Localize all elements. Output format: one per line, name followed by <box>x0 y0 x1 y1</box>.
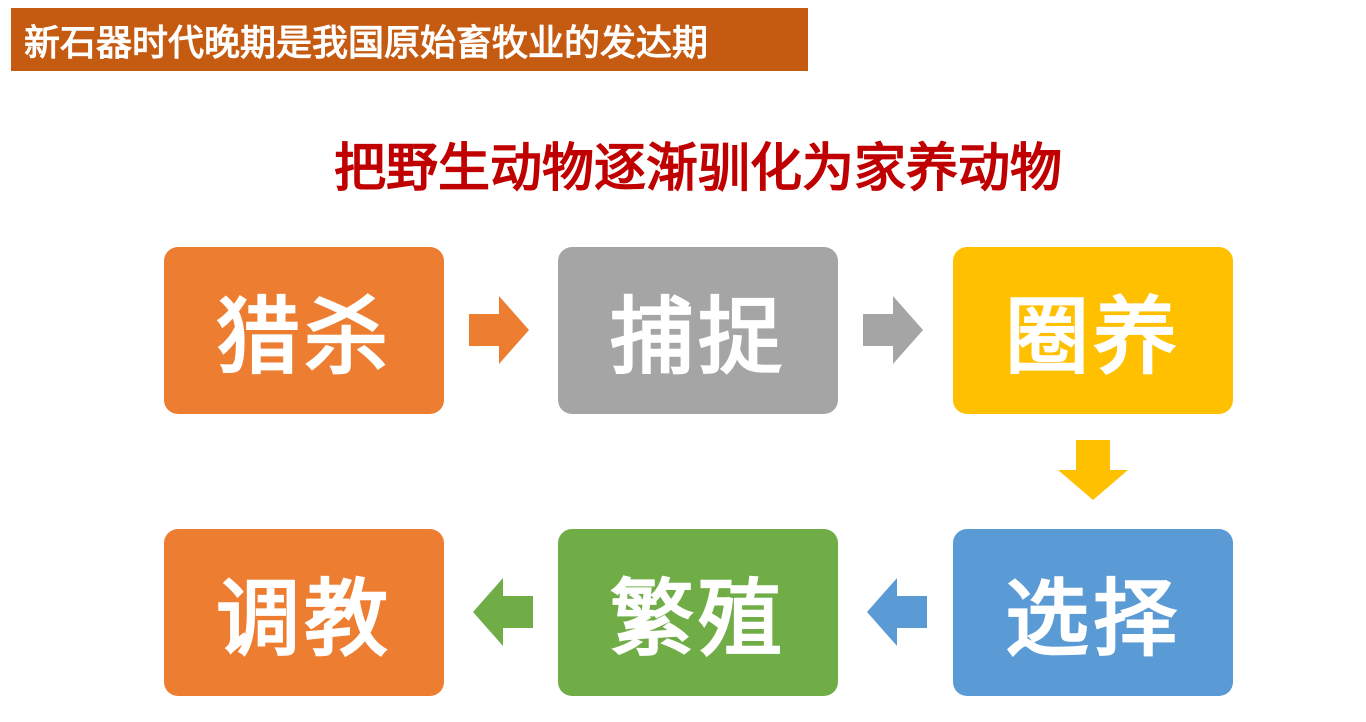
step-box-hunting: 猎杀 <box>164 247 444 414</box>
step-label: 猎杀 <box>215 288 392 386</box>
step-label: 选择 <box>1004 570 1181 668</box>
step-box-selection: 选择 <box>953 529 1233 696</box>
header-title: 新石器时代晚期是我国原始畜牧业的发达期 <box>24 22 709 64</box>
header-band: 新石器时代晚期是我国原始畜牧业的发达期 <box>11 8 808 71</box>
step-label: 繁殖 <box>609 570 786 668</box>
step-box-capture: 捕捉 <box>558 247 838 414</box>
step-label: 调教 <box>215 570 392 668</box>
step-box-breeding: 繁殖 <box>558 529 838 696</box>
step-label: 圈养 <box>1004 288 1181 386</box>
subtitle: 把野生动物逐渐驯化为家养动物 <box>333 139 1062 199</box>
arrow-down-icon <box>1058 440 1128 500</box>
arrow-left-icon <box>867 578 927 646</box>
arrow-left-icon <box>473 578 533 646</box>
step-box-training: 调教 <box>164 529 444 696</box>
step-label: 捕捉 <box>609 288 786 386</box>
step-box-penning: 圈养 <box>953 247 1233 414</box>
arrow-right-icon <box>863 296 923 364</box>
arrow-right-icon <box>469 296 529 364</box>
